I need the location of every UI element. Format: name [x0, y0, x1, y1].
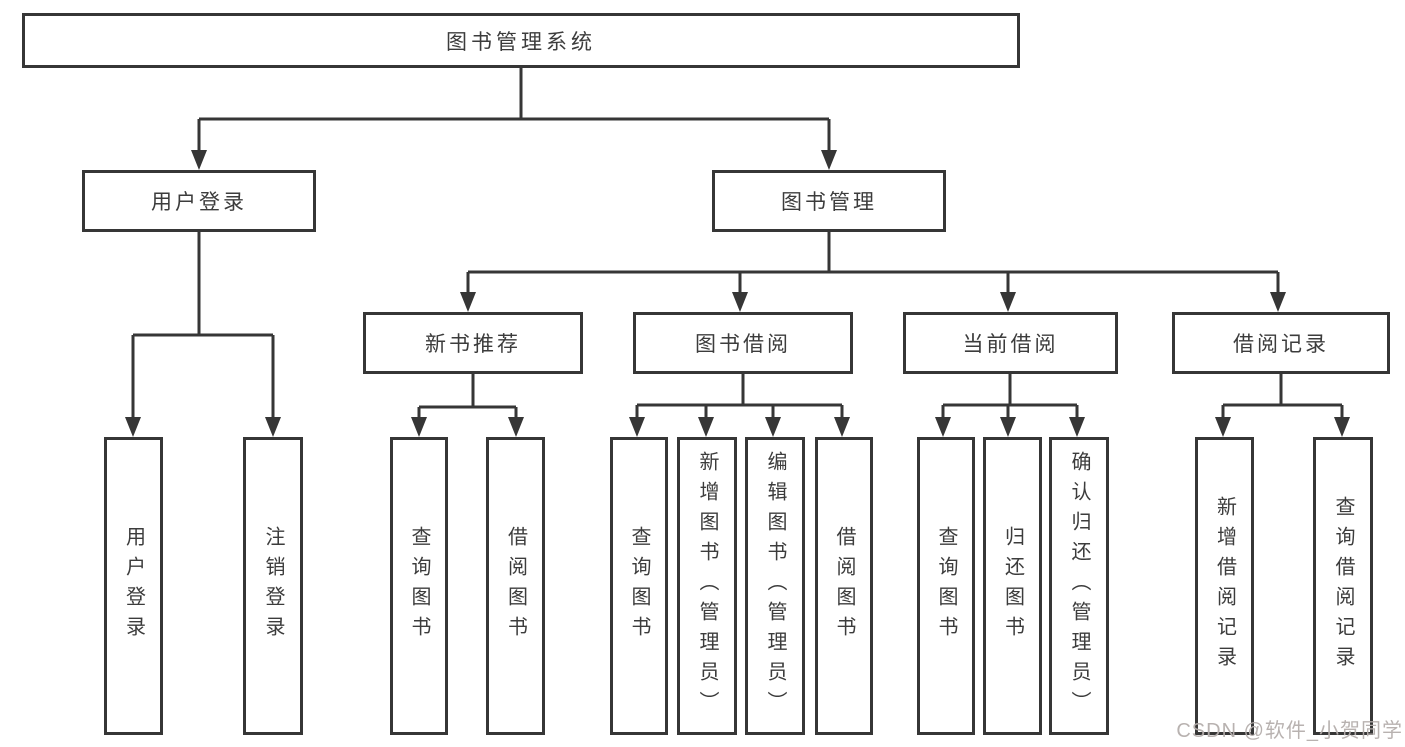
node-confirm-return-admin: 确认归还（管理员）	[1049, 437, 1109, 735]
node-label: 查询图书	[935, 526, 957, 646]
node-label: 新书推荐	[425, 333, 521, 356]
node-label: 注销登录	[262, 526, 284, 646]
node-leaf-logout: 注销登录	[243, 437, 303, 735]
node-user-login: 用户登录	[82, 170, 316, 232]
node-label: 借阅图书	[833, 526, 855, 646]
node-add-borrow-record: 新增借阅记录	[1195, 437, 1254, 735]
node-label: 新增图书（管理员）	[696, 451, 718, 721]
node-book-management: 图书管理	[712, 170, 946, 232]
node-label: 编辑图书（管理员）	[764, 451, 786, 721]
node-label: 用户登录	[122, 526, 145, 646]
node-label: 查询图书	[628, 526, 650, 646]
node-label: 图书管理系统	[446, 30, 596, 54]
node-book-borrowing: 图书借阅	[633, 312, 853, 374]
arrowheads	[125, 150, 1350, 437]
node-label: 当前借阅	[962, 333, 1059, 356]
node-current-borrowing: 当前借阅	[903, 312, 1118, 374]
node-label: 新增借阅记录	[1213, 496, 1236, 676]
node-label: 借阅记录	[1233, 333, 1329, 356]
node-edit-books-admin: 编辑图书（管理员）	[745, 437, 805, 735]
node-label: 查询图书	[408, 526, 430, 646]
node-label: 用户登录	[151, 191, 247, 214]
node-label: 归还图书	[1001, 526, 1024, 646]
node-label: 图书借阅	[695, 333, 791, 356]
node-query-borrow-record: 查询借阅记录	[1313, 437, 1373, 735]
node-borrow-books-borrowing: 借阅图书	[815, 437, 873, 735]
node-add-books-admin: 新增图书（管理员）	[677, 437, 737, 735]
node-new-book-recommendation: 新书推荐	[363, 312, 583, 374]
node-label: 借阅图书	[504, 526, 527, 646]
node-borrowing-records: 借阅记录	[1172, 312, 1390, 374]
node-leaf-user-login: 用户登录	[104, 437, 163, 735]
node-label: 查询借阅记录	[1332, 496, 1354, 676]
watermark: CSDN @软件_小贺同学	[1176, 720, 1403, 742]
node-query-books-recommend: 查询图书	[390, 437, 448, 735]
node-return-books: 归还图书	[983, 437, 1042, 735]
node-query-books-current: 查询图书	[917, 437, 975, 735]
node-query-books-borrowing: 查询图书	[610, 437, 668, 735]
node-borrow-books-recommend: 借阅图书	[486, 437, 545, 735]
node-label: 图书管理	[781, 191, 877, 214]
node-library-management-system: 图书管理系统	[22, 13, 1020, 68]
node-label: 确认归还（管理员）	[1068, 451, 1090, 721]
